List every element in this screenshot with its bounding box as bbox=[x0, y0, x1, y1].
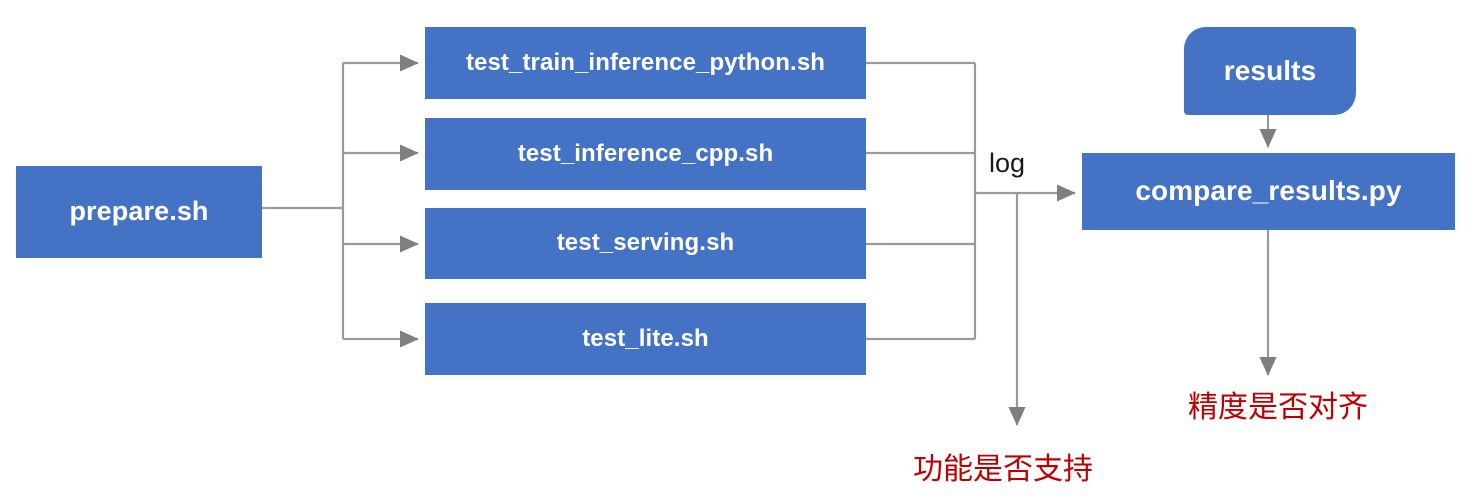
node-test-lite-sh-label: test_lite.sh bbox=[582, 324, 709, 352]
node-test-train-inference-python-sh-label: test_train_inference_python.sh bbox=[465, 48, 826, 76]
edge-label-log: log bbox=[989, 148, 1026, 178]
node-test-serving-sh[interactable]: test_serving.sh bbox=[425, 208, 866, 279]
node-compare-results-py[interactable]: compare_results.py bbox=[1082, 153, 1455, 230]
node-prepare-sh-label: prepare.sh bbox=[69, 196, 209, 227]
node-results[interactable]: results bbox=[1184, 27, 1356, 115]
node-compare-results-py-label: compare_results.py bbox=[1135, 175, 1402, 207]
node-results-label: results bbox=[1223, 54, 1317, 86]
node-test-lite-sh[interactable]: test_lite.sh bbox=[425, 303, 866, 375]
node-test-serving-sh-label: test_serving.sh bbox=[556, 229, 735, 257]
node-test-inference-cpp-sh-label: test_inference_cpp.sh bbox=[517, 139, 774, 167]
node-prepare-sh[interactable]: prepare.sh bbox=[16, 166, 262, 258]
annotation-function-support: 功能是否支持 bbox=[913, 452, 1093, 487]
node-test-train-inference-python-sh[interactable]: test_train_inference_python.sh bbox=[425, 27, 866, 99]
node-test-inference-cpp-sh[interactable]: test_inference_cpp.sh bbox=[425, 118, 866, 190]
annotation-precision-align: 精度是否对齐 bbox=[1188, 390, 1368, 425]
